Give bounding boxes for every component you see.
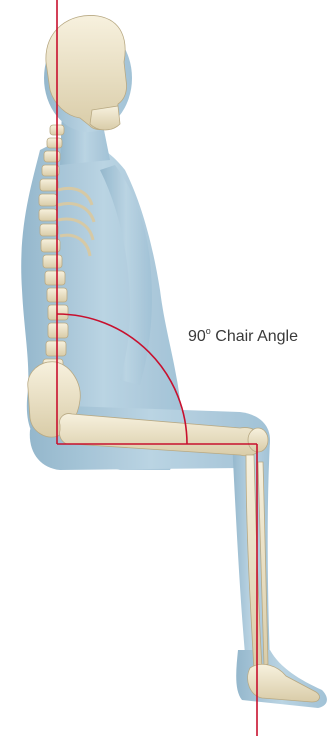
body-silhouette [21,24,327,708]
angle-text: Chair Angle [215,328,298,345]
angle-value: 90 [188,328,206,345]
kneecap-shape [248,428,268,452]
jaw-shape [90,106,120,130]
degree-symbol: o [206,326,211,336]
angle-label: 90o Chair Angle [188,328,298,346]
